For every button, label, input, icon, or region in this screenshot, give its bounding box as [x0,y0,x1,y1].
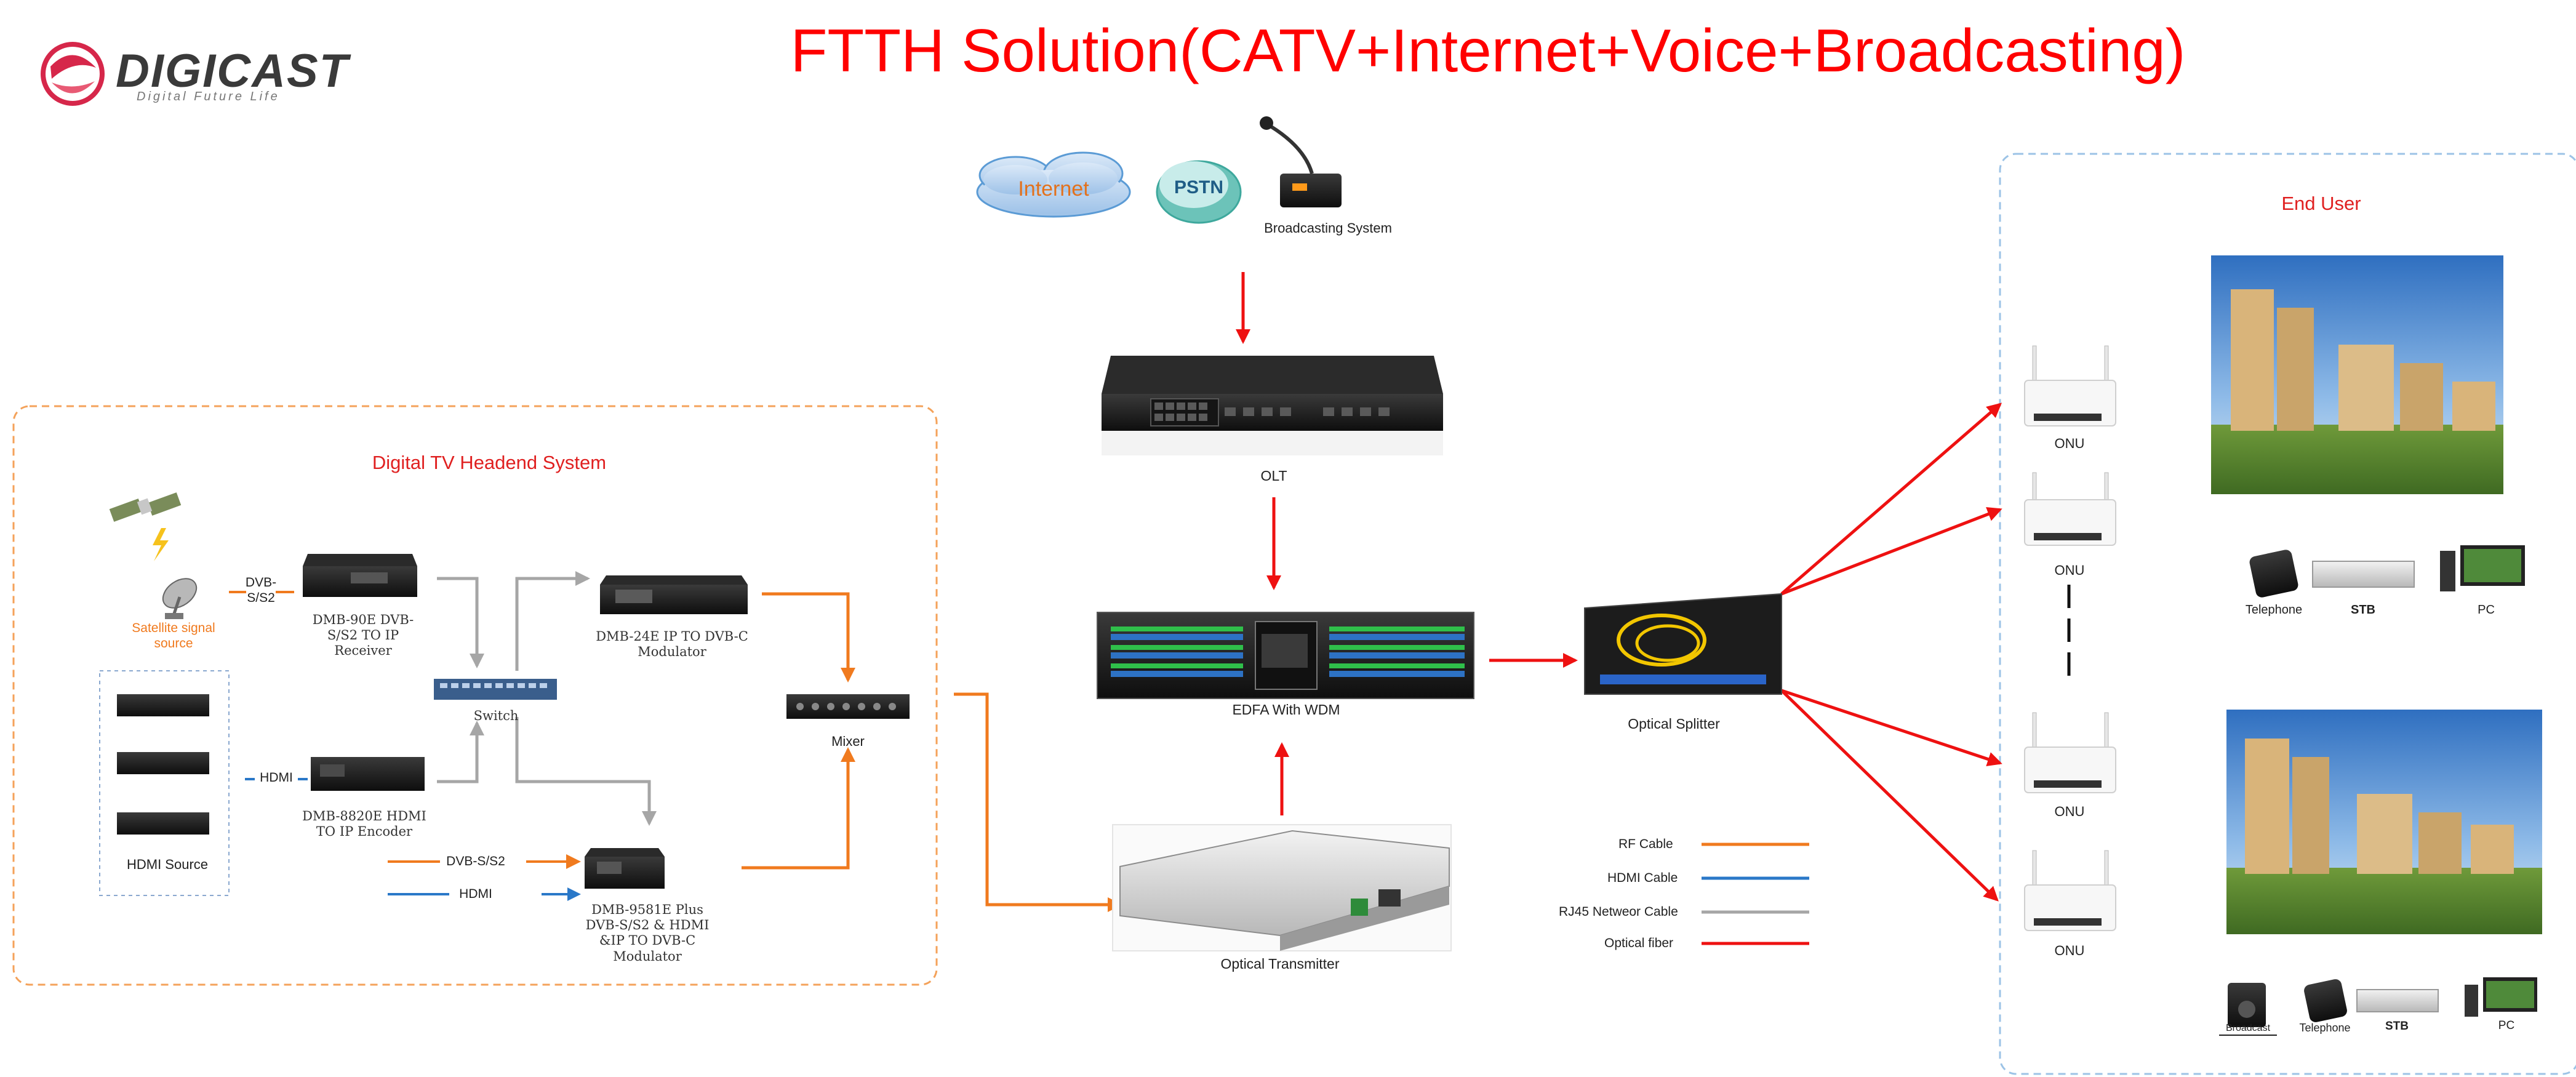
hdmi-player-2 [117,752,209,774]
pc-label-bottom: PC [2498,1019,2515,1032]
splitter-label: Optical Splitter [1628,716,1720,732]
modulator-plus-label: DMB-9581E Plus DVB-S/S2 & HDMI &IP TO DV… [585,902,710,964]
brand-name: DIGICAST [116,45,350,97]
onu-router-icon-2 [2024,472,2116,546]
hdmi-in-label: HDMI [459,887,492,901]
lightning-icon [153,528,169,561]
onu-label-2: ONU [2054,563,2085,578]
legend-hdmi-label: HDMI Cable [1607,871,1678,885]
modulator-9581e-device [585,848,665,889]
telephone-label-bottom: Telephone [2299,1022,2351,1034]
onu-router-icon-4 [2024,850,2116,931]
fiber-splitter-onu3 [1781,689,2002,767]
broadcast-label-bottom: Broadcast [2225,1023,2271,1033]
olt-label: OLT [1260,468,1287,484]
brand-tagline: Digital Future Life [137,90,280,103]
modulator-24e-device [600,575,748,614]
splitter-device [1584,593,1782,695]
legend-fiber-label: Optical fiber [1604,936,1674,950]
headend-title: Digital TV Headend System [372,452,607,473]
internet-cloud-icon [976,151,1131,218]
stb-icon-top [2312,561,2415,588]
dish-icon [162,578,198,619]
onu-label-3: ONU [2054,804,2085,819]
dvbs-in-label: DVB-S/S2 [446,854,505,868]
headend-border [12,405,938,986]
olt-device [1102,356,1443,455]
stb-label-bottom: STB [2385,1020,2409,1033]
edfa-device [1097,612,1474,699]
onu-label-4: ONU [2054,943,2085,958]
receiver-device [303,554,417,597]
fiber-splitter-onu4 [1780,689,1999,902]
page-title: FTTH Solution(CATV+Internet+Voice+Broadc… [790,17,2186,84]
building-photo-2 [2226,710,2542,934]
end-user-title: End User [2281,193,2361,214]
telephone-icon-bottom [2304,979,2347,1022]
receiver-label: DMB-90E DVB- S/S2 TO IP Receiver [312,612,414,659]
hdmi-player-3 [117,812,209,835]
fiber-splitter-onu2 [1781,507,2002,596]
broadcasting-label: Broadcasting System [1264,220,1392,236]
stb-label-top: STB [2351,603,2375,617]
hdmi-label: HDMI [260,771,293,785]
pstn-cloud-icon [1156,160,1242,224]
microphone-icon [1260,116,1342,207]
fiber-splitter-onu1 [1780,402,2002,595]
legend-rf-label: RF Cable [1618,837,1673,851]
telephone-label-top: Telephone [2245,603,2303,617]
pc-icon-top [2440,545,2525,591]
encoder-device [311,757,425,791]
onu-router-icon-3 [2024,712,2116,793]
mixer-device [786,694,910,719]
satellite-label: Satellite signal source [132,621,215,651]
satellite-icon [109,492,182,522]
hdmi-player-1 [117,694,209,716]
edfa-label: EDFA With WDM [1232,702,1340,718]
pc-label-top: PC [2478,603,2495,617]
encoder-label: DMB-8820E HDMI TO IP Encoder [302,809,426,839]
speaker-icon-bottom [2228,983,2266,1027]
hdmi-source-label: HDMI Source [126,857,209,872]
internet-label: Internet [1018,177,1089,201]
legend-rj45-label: RJ45 Netweor Cable [1559,905,1678,919]
onu-label-1: ONU [2054,436,2085,451]
onu-router-icon-1 [2024,345,2116,426]
transmitter-device [1112,824,1452,951]
building-photo-1 [2211,255,2503,494]
modulator-ip-label: DMB-24E IP TO DVB-C Modulator [596,629,748,660]
mixer-label: Mixer [831,734,865,749]
dvbs-label: DVB- S/S2 [245,575,277,606]
digicast-logo [41,42,105,106]
switch-device [434,679,557,700]
telephone-icon-top [2249,550,2298,598]
enduser-border [1999,153,2576,1075]
switch-label: Switch [473,708,519,723]
transmitter-label: Optical Transmitter [1220,956,1340,972]
pc-icon-bottom [2465,977,2537,1017]
pstn-label: PSTN [1174,177,1224,198]
stb-icon-bottom [2356,989,2439,1012]
